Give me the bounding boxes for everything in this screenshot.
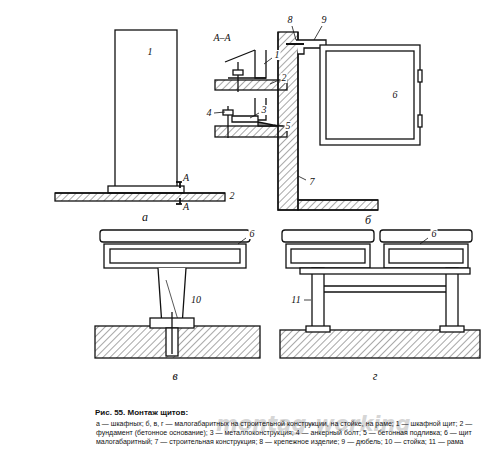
foundation bbox=[95, 312, 260, 358]
leader-line bbox=[214, 58, 283, 126]
callout-number: 4 bbox=[206, 108, 213, 118]
frame bbox=[300, 268, 470, 330]
callout-number: 1 bbox=[274, 50, 281, 60]
callout-number: 8 bbox=[287, 15, 294, 25]
leader-line bbox=[292, 26, 322, 180]
figure-caption: Рис. 55. Монтаж щитов: bbox=[95, 408, 188, 417]
callout-number: 6 bbox=[249, 229, 256, 239]
callout-number: 6 bbox=[392, 90, 399, 100]
section-title: А–А bbox=[212, 33, 231, 43]
leader-line bbox=[238, 238, 428, 300]
cabinet-panel bbox=[108, 30, 184, 193]
callout-number: 7 bbox=[309, 177, 316, 187]
small-panel bbox=[320, 45, 422, 145]
callout-number: 5 bbox=[285, 121, 292, 131]
callout-number: 11 bbox=[290, 295, 301, 305]
view-letter: г bbox=[372, 370, 379, 382]
callout-number: 1 bbox=[147, 47, 154, 57]
section-detail bbox=[215, 50, 287, 92]
section-marker bbox=[176, 182, 183, 204]
view-letter: б bbox=[364, 214, 372, 226]
callout-number: 3 bbox=[261, 105, 268, 115]
foundation bbox=[280, 326, 480, 358]
foundation bbox=[55, 193, 225, 201]
callout-number: 9 bbox=[321, 15, 328, 25]
small-panel bbox=[100, 230, 250, 268]
callout-number: 2 bbox=[229, 191, 236, 201]
callout-number: 10 bbox=[190, 295, 202, 305]
callout-number: 2 bbox=[281, 73, 288, 83]
section-letter: А bbox=[182, 173, 190, 183]
caption-text: а — шкафных; б, в, г — малогабаритных на… bbox=[95, 419, 497, 446]
small-panel bbox=[282, 230, 472, 268]
view-letter: в bbox=[171, 370, 178, 382]
view-letter: а bbox=[141, 211, 149, 223]
section-letter: А bbox=[182, 202, 190, 212]
section-detail bbox=[215, 98, 287, 138]
callout-number: 6 bbox=[431, 229, 438, 239]
